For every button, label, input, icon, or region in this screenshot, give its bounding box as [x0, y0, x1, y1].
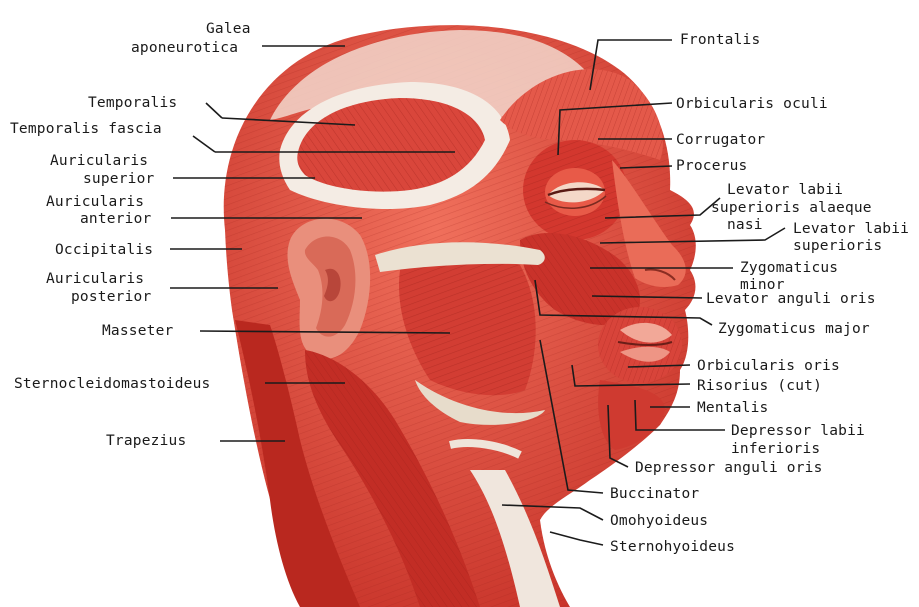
label-auricularis-posterior: Auricularis: [46, 271, 144, 287]
label-levator-labii-alaeque-3: nasi: [727, 217, 763, 233]
label-auricularis-superior: Auricularis: [50, 153, 148, 169]
label-temporalis: Temporalis: [88, 95, 177, 111]
label-sternohyoideus: Sternohyoideus: [610, 539, 735, 555]
label-levator-labii-superioris: Levator labii: [793, 221, 909, 237]
label-auricularis-superior-2: superior: [83, 171, 155, 187]
label-orbicularis-oculi: Orbicularis oculi: [676, 96, 828, 112]
label-frontalis: Frontalis: [680, 32, 760, 48]
label-galea-aponeurotica: Galea: [206, 21, 251, 37]
label-depressor-labii-inferioris: Depressor labii: [731, 423, 865, 439]
label-depressor-labii-inferioris-2: inferioris: [731, 441, 820, 457]
label-trapezius: Trapezius: [106, 433, 186, 449]
mouth-region: [598, 307, 682, 383]
label-risorius: Risorius (cut): [697, 378, 822, 394]
label-temporalis-fascia: Temporalis fascia: [10, 121, 162, 137]
label-zygomaticus-major: Zygomaticus major: [718, 321, 870, 337]
label-auricularis-posterior-2: posterior: [71, 289, 151, 305]
label-procerus: Procerus: [676, 158, 747, 174]
label-auricularis-anterior-2: anterior: [80, 211, 152, 227]
label-masseter: Masseter: [102, 323, 174, 339]
label-auricularis-anterior: Auricularis: [46, 194, 144, 210]
label-levator-labii-alaeque-2: superioris alaeque: [711, 200, 872, 216]
labels-left: Galea aponeurotica Temporalis Temporalis…: [10, 21, 251, 449]
label-galea-aponeurotica-2: aponeurotica: [131, 40, 238, 56]
label-sternocleidomastoideus: Sternocleidomastoideus: [14, 376, 210, 392]
label-zygomaticus-minor: Zygomaticus: [740, 260, 838, 276]
label-levator-labii-alaeque: Levator labii: [727, 182, 843, 198]
label-depressor-anguli-oris: Depressor anguli oris: [635, 460, 823, 476]
label-mentalis: Mentalis: [697, 400, 768, 416]
label-levator-labii-superioris-2: superioris: [793, 238, 882, 254]
label-levator-anguli-oris: Levator anguli oris: [706, 291, 876, 307]
label-corrugator: Corrugator: [676, 132, 765, 148]
label-buccinator: Buccinator: [610, 486, 699, 502]
label-orbicularis-oris: Orbicularis oris: [697, 358, 840, 374]
label-omohyoideus: Omohyoideus: [610, 513, 708, 529]
eye-region: [523, 140, 627, 240]
label-occipitalis: Occipitalis: [55, 242, 153, 258]
